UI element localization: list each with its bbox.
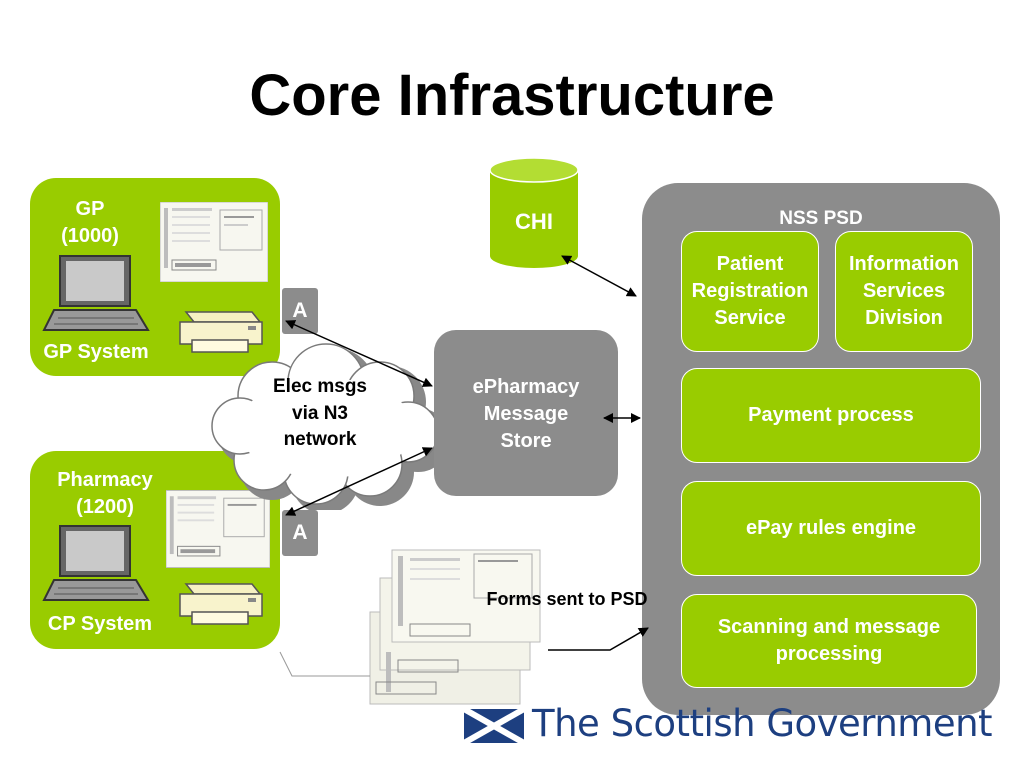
epay-rules-engine-box: ePay rules engine [681,481,981,576]
cp-system-label: CP System [47,613,153,635]
nss-psd-title: NSS PSD [779,208,863,229]
page-title: Core Infrastructure [249,63,775,128]
pharmacy-label: Pharmacy (1200) [57,469,153,518]
printer-icon [179,311,263,353]
prescription-form-image [160,202,268,282]
gp-system-label: GP System [43,341,149,363]
laptop-icon [42,525,150,601]
laptop-icon [42,255,150,331]
database-icon [489,157,579,268]
saltire-flag-icon [464,709,524,743]
scanning-processing-box: Scanning and message processing [681,594,977,688]
chi-label: CHI [515,209,553,234]
arrow-gp-to-store [285,320,433,387]
epharmacy-message-store [434,330,618,496]
patient-registration-box: Patient Registration Service [681,231,819,352]
arrow-forms-to-nss [548,627,649,651]
a-badge-bottom: A [282,510,318,556]
information-services-box: Information Services Division [835,231,973,352]
gp-label: GP (1000) [61,198,119,247]
payment-process-box: Payment process [681,368,981,463]
epharmacy-label: ePharmacy Message Store [472,376,580,452]
arrow-chi-to-nss [561,255,637,297]
forms-sent-label: Forms sent to PSD [486,589,648,609]
scottish-government-logo-text: The Scottish Government [532,702,993,745]
arrow-pharmacy-to-store [285,447,433,516]
prescription-form-image [166,490,270,568]
line-pharmacy-to-forms [279,651,370,677]
printer-icon [179,583,263,625]
forms-stack-image [369,549,541,705]
